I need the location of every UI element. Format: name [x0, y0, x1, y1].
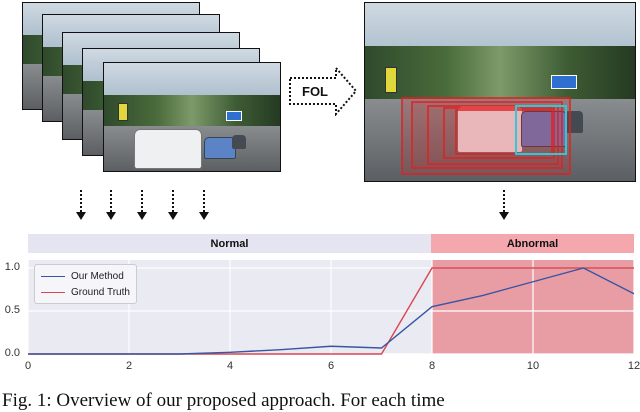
- detection-boxes: [401, 97, 571, 175]
- abnormal-band-label: Abnormal: [506, 237, 559, 250]
- output-frame: [364, 2, 636, 182]
- y-tick-label: 0.0: [4, 347, 20, 359]
- y-tick-label: 0.5: [4, 304, 20, 316]
- legend-label-ground-truth: Ground Truth: [71, 286, 130, 298]
- legend-swatch-ground-truth: [41, 291, 65, 293]
- legend: Our Method Ground Truth: [34, 264, 137, 304]
- normal-band-label: Normal: [210, 237, 249, 250]
- x-tick-label: 4: [226, 360, 234, 372]
- x-tick-label: 0: [24, 360, 32, 372]
- x-tick-label: 6: [327, 360, 335, 372]
- x-tick-label: 8: [428, 360, 436, 372]
- predicted-box: [455, 109, 553, 155]
- predicted-box: [411, 101, 563, 169]
- x-tick-label: 10: [526, 360, 540, 372]
- legend-item-ground-truth: Ground Truth: [41, 284, 130, 300]
- predicted-box: [443, 107, 555, 159]
- legend-label-method: Our Method: [71, 270, 124, 282]
- tracked-box: [515, 105, 567, 155]
- normal-band: Normal: [28, 234, 431, 253]
- predicted-box: [427, 105, 559, 165]
- abnormal-band: Abnormal: [431, 234, 634, 253]
- figure-caption: Fig. 1: Overview of our proposed approac…: [2, 390, 445, 411]
- series-line-method: [28, 267, 635, 355]
- y-tick-label: 1.0: [4, 261, 20, 273]
- video-frame-front: [103, 62, 281, 172]
- fol-label: FOL: [302, 84, 328, 99]
- legend-swatch-method: [41, 275, 65, 277]
- x-tick-label: 2: [125, 360, 133, 372]
- x-tick-label: 12: [627, 360, 640, 372]
- fol-arrow: [289, 66, 358, 116]
- legend-item-method: Our Method: [41, 268, 130, 284]
